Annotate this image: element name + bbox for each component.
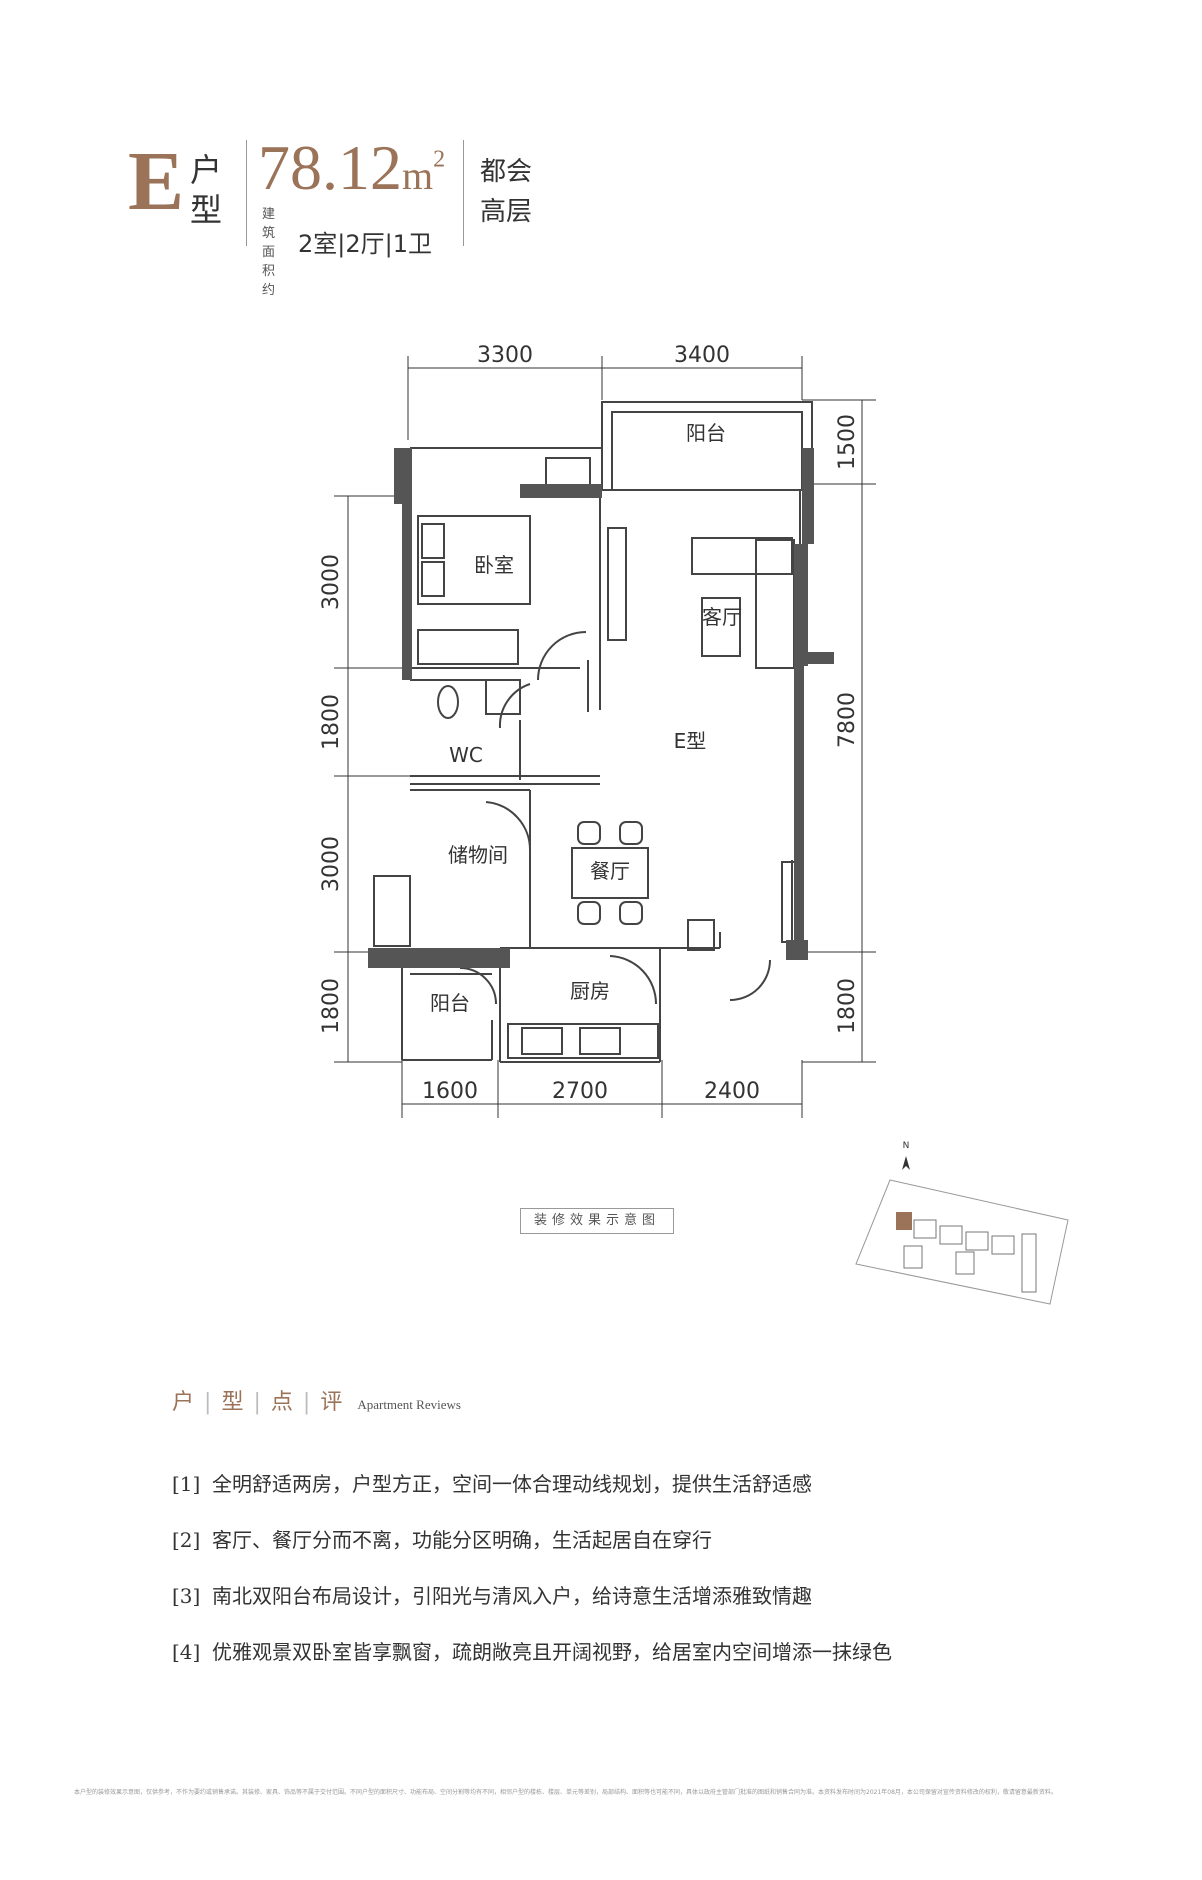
dim-left-3: 3000 bbox=[319, 836, 344, 892]
dim-right-3: 1800 bbox=[835, 978, 860, 1034]
review-title-char: 户 bbox=[172, 1390, 195, 1415]
unit-type-letter: E bbox=[128, 135, 185, 228]
list-item: [4] 优雅观景双卧室皆享飘窗，疏朗敞亮且开阔视野，给居室内空间增添一抹绿色 bbox=[172, 1636, 892, 1692]
review-number: [4] bbox=[172, 1640, 201, 1664]
room-unit-label: E型 bbox=[674, 729, 707, 753]
dimension-lines bbox=[334, 356, 876, 1118]
review-number: [2] bbox=[172, 1528, 201, 1552]
area-sup: 2 bbox=[433, 146, 446, 173]
site-boundary bbox=[855, 1179, 1069, 1305]
dim-left-2: 1800 bbox=[319, 694, 344, 750]
site-key-plan: N bbox=[855, 1141, 1069, 1305]
review-title-char: 型 bbox=[221, 1390, 244, 1415]
title-separator: | bbox=[204, 1390, 212, 1415]
room-kitchen: 厨房 bbox=[570, 979, 610, 1003]
review-number: [3] bbox=[172, 1584, 201, 1608]
room-bedroom: 卧室 bbox=[474, 553, 514, 577]
series-label: 都会高层 bbox=[480, 157, 533, 227]
dim-bottom-3: 2400 bbox=[704, 1079, 760, 1104]
room-labels: 阳台 卧室 客厅 WC E型 储物间 餐厅 厨房 阳台 bbox=[430, 421, 742, 1015]
dim-bottom-2: 2700 bbox=[552, 1079, 608, 1104]
title-separator: | bbox=[253, 1390, 261, 1415]
disclaimer: 本户型的装修效果示意图，仅供参考，不作为要约或销售承诺。其装修、家具、饰品等不属… bbox=[74, 1789, 1057, 1796]
header-divider bbox=[246, 140, 247, 246]
review-title-en: Apartment Reviews bbox=[357, 1397, 461, 1412]
review-text: 优雅观景双卧室皆享飘窗，疏朗敞亮且开阔视野，给居室内空间增添一抹绿色 bbox=[212, 1640, 892, 1664]
review-title-char: 评 bbox=[320, 1390, 343, 1415]
unit-location-marker bbox=[896, 1212, 912, 1230]
dim-left-1: 3000 bbox=[319, 554, 344, 610]
review-text: 南北双阳台布局设计，引阳光与清风入户，给诗意生活增添雅致情趣 bbox=[212, 1584, 812, 1608]
header-divider-2 bbox=[463, 140, 464, 246]
room-living: 客厅 bbox=[702, 605, 742, 629]
area-number: 78.12 bbox=[258, 132, 402, 203]
room-dining: 餐厅 bbox=[590, 859, 630, 883]
dim-bottom-1: 1600 bbox=[422, 1079, 478, 1104]
north-label: N bbox=[903, 1141, 910, 1151]
list-item: [3] 南北双阳台布局设计，引阳光与清风入户，给诗意生活增添雅致情趣 bbox=[172, 1580, 892, 1636]
room-wc: WC bbox=[449, 743, 483, 767]
dimension-labels: 3300 3400 1600 2700 2400 3000 1800 3000 … bbox=[319, 343, 860, 1104]
review-number: [1] bbox=[172, 1472, 201, 1496]
list-item: [2] 客厅、餐厅分而不离，功能分区明确，生活起居自在穿行 bbox=[172, 1524, 892, 1580]
area-value: 78.12m2 bbox=[258, 136, 445, 200]
dim-top-1: 3300 bbox=[477, 343, 533, 368]
north-arrow-icon bbox=[902, 1156, 910, 1170]
review-text: 客厅、餐厅分而不离，功能分区明确，生活起居自在穿行 bbox=[212, 1528, 712, 1552]
site-buildings bbox=[903, 1219, 1037, 1293]
room-balcony-south: 阳台 bbox=[430, 991, 470, 1015]
dim-top-2: 3400 bbox=[674, 343, 730, 368]
area-unit: m bbox=[402, 153, 434, 198]
review-text: 全明舒适两房，户型方正，空间一体合理动线规划，提供生活舒适感 bbox=[212, 1472, 812, 1496]
thick-walls bbox=[368, 448, 834, 968]
review-title: 户 | 型 | 点 | 评 Apartment Reviews bbox=[172, 1384, 461, 1416]
review-title-char: 点 bbox=[270, 1390, 293, 1415]
list-item: [1] 全明舒适两房，户型方正，空间一体合理动线规划，提供生活舒适感 bbox=[172, 1468, 892, 1524]
room-storage: 储物间 bbox=[448, 843, 508, 867]
unit-type-suffix: 户型 bbox=[190, 151, 223, 229]
room-balcony-north: 阳台 bbox=[686, 421, 726, 445]
dim-right-2: 7800 bbox=[835, 692, 860, 748]
review-list: [1] 全明舒适两房，户型方正，空间一体合理动线规划，提供生活舒适感 [2] 客厅、… bbox=[172, 1468, 892, 1692]
area-label: 建筑面积约 bbox=[262, 207, 282, 298]
decoration-note: 装修效果示意图 bbox=[520, 1208, 674, 1234]
dim-right-1: 1500 bbox=[835, 414, 860, 470]
title-separator: | bbox=[302, 1390, 311, 1415]
dim-left-4: 1800 bbox=[319, 978, 344, 1034]
room-count: 2室|2厅|1卫 bbox=[298, 230, 432, 258]
